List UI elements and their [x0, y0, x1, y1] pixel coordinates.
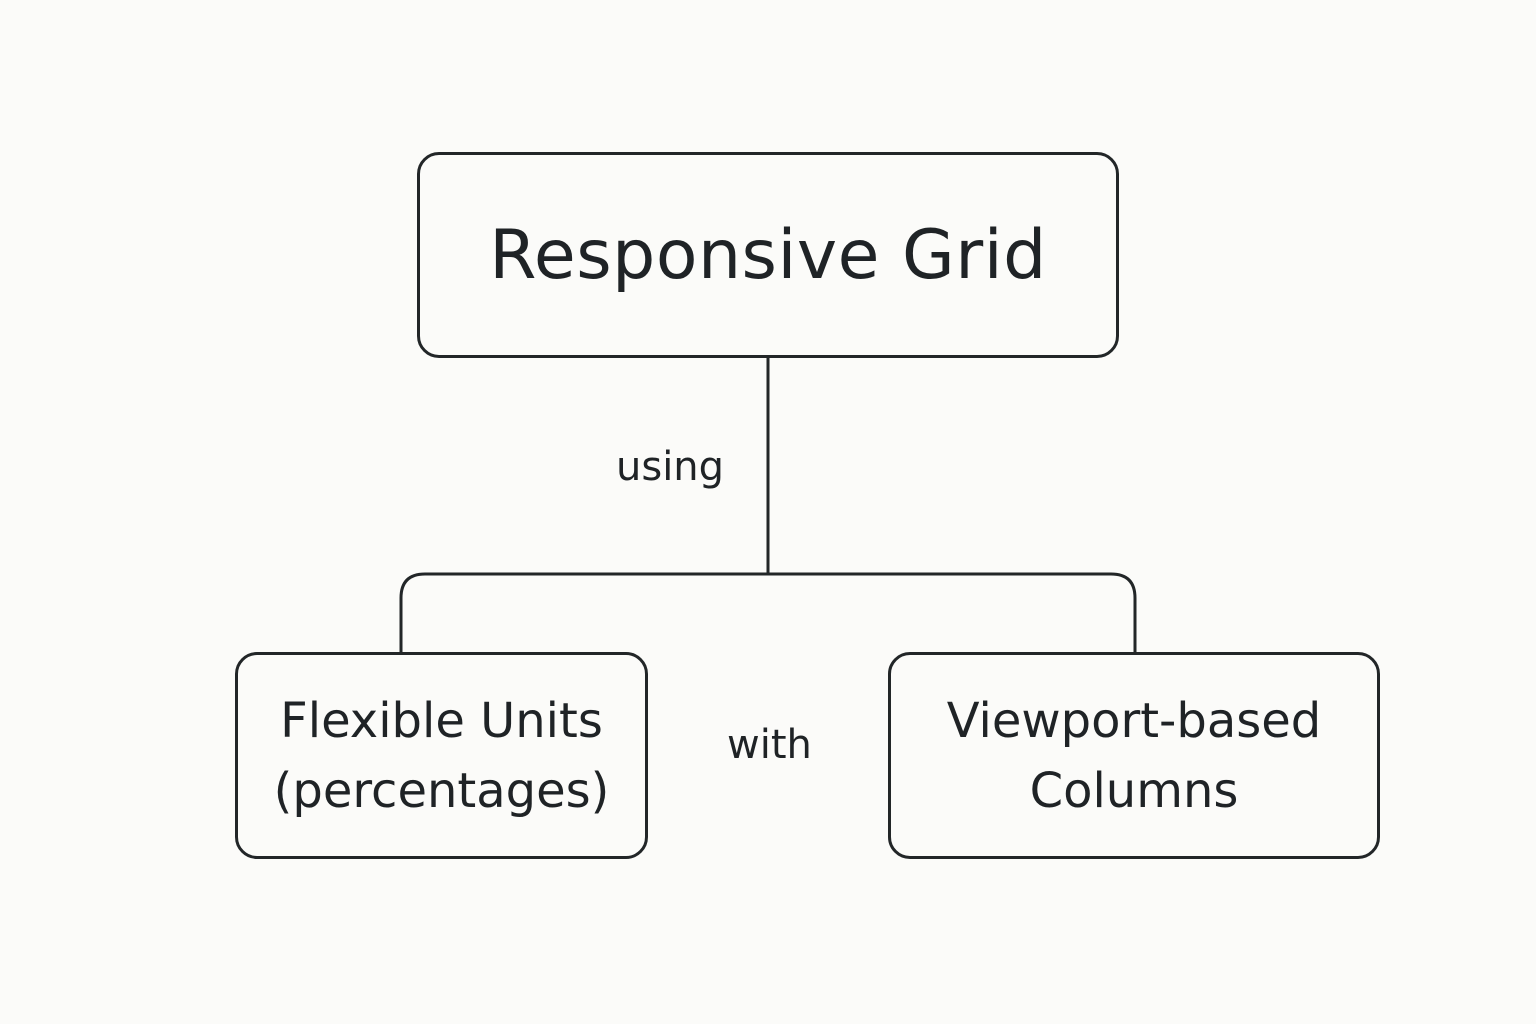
child-node-viewport-columns: Viewport-based Columns: [888, 652, 1380, 859]
child-node-line: Columns: [1029, 762, 1239, 819]
edge-label-with: with: [727, 722, 812, 768]
child-node-flexible-units: Flexible Units (percentages): [235, 652, 648, 859]
child-node-line: Flexible Units: [280, 692, 603, 749]
edge-label-using: using: [616, 444, 725, 490]
child-node-line: Viewport-based: [946, 692, 1322, 749]
root-node-label: Responsive Grid: [489, 215, 1047, 295]
branch-line: [399, 572, 1137, 652]
root-node: Responsive Grid: [417, 152, 1119, 358]
child-node-line: (percentages): [273, 762, 610, 819]
